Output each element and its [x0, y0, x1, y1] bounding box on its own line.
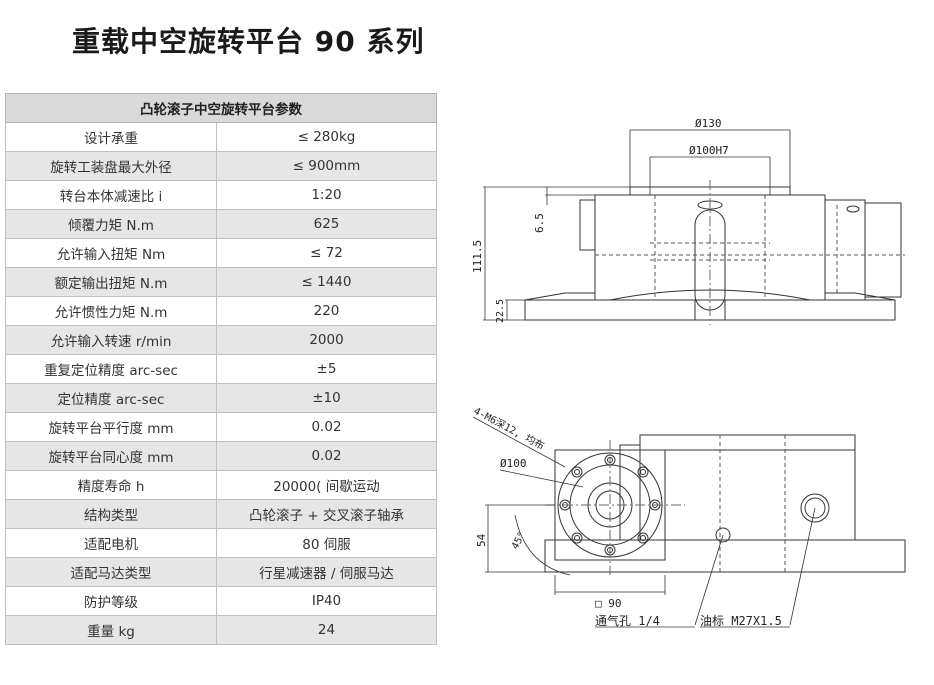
- param-label: 允许输入扭矩 Nm: [5, 238, 217, 268]
- param-value: 0.02: [216, 441, 437, 471]
- top-hidden-lines: [719, 435, 786, 572]
- param-value: ≤ 1440: [216, 267, 437, 297]
- param-value: 行星减速器 / 伺服马达: [216, 557, 437, 587]
- param-label: 旋转平台同心度 mm: [5, 441, 217, 471]
- dim-d100h7: Ø100H7: [689, 144, 729, 157]
- table-row: 旋转工装盘最大外径≤ 900mm: [5, 151, 437, 181]
- vent-label: 通气孔 1/4: [595, 613, 660, 628]
- table-row: 允许输入扭矩 Nm≤ 72: [5, 238, 437, 268]
- page-title: 重载中空旋转平台 90 系列: [72, 25, 425, 58]
- param-value: 220: [216, 296, 437, 326]
- param-label: 旋转平台平行度 mm: [5, 412, 217, 442]
- oil-label: 油标 M27X1.5: [700, 614, 782, 628]
- param-value: 1:20: [216, 180, 437, 210]
- param-label: 允许惯性力矩 N.m: [5, 296, 217, 326]
- front-dimensions: [483, 129, 791, 321]
- param-label: 转台本体减速比 i: [5, 180, 217, 210]
- param-value: 凸轮滚子 + 交叉滚子轴承: [216, 499, 437, 529]
- top-dimensions: [472, 416, 816, 628]
- param-label: 重复定位精度 arc-sec: [5, 354, 217, 384]
- dim-54: 54: [475, 533, 488, 547]
- param-label: 允许输入转速 r/min: [5, 325, 217, 355]
- front-view: [524, 186, 902, 321]
- param-value: 80 伺服: [216, 528, 437, 558]
- param-label: 定位精度 arc-sec: [5, 383, 217, 413]
- param-label: 适配电机: [5, 528, 217, 558]
- param-label: 倾覆力矩 N.m: [5, 209, 217, 239]
- param-label: 精度寿命 h: [5, 470, 217, 500]
- table-row: 重复定位精度 arc-sec±5: [5, 354, 437, 384]
- param-label: 额定输出扭矩 N.m: [5, 267, 217, 297]
- param-value: 20000( 间歇运动: [216, 470, 437, 500]
- dim-22-5: 22.5: [495, 299, 506, 323]
- dim-6-5: 6.5: [533, 213, 546, 233]
- param-label: 防护等级: [5, 586, 217, 616]
- param-value: 625: [216, 209, 437, 239]
- dim-d100: Ø100: [500, 457, 527, 470]
- table-row: 适配马达类型行星减速器 / 伺服马达: [5, 557, 437, 587]
- dim-sq90: □ 90: [595, 597, 622, 610]
- param-value: ≤ 280kg: [216, 122, 437, 152]
- param-value: IP40: [216, 586, 437, 616]
- top-view: [544, 434, 906, 573]
- dim-holes: 4-M6深12, 均布: [472, 405, 547, 452]
- table-header: 凸轮滚子中空旋转平台参数: [5, 93, 437, 123]
- param-value: ±10: [216, 383, 437, 413]
- param-value: ±5: [216, 354, 437, 384]
- param-label: 适配马达类型: [5, 557, 217, 587]
- technical-drawing: Ø130 Ø100H7 6.5 111.5 22.5 4-M6深12, 均布 Ø…: [471, 117, 906, 628]
- dim-45: 45°: [510, 530, 528, 551]
- table-row: 额定输出扭矩 N.m≤ 1440: [5, 267, 437, 297]
- param-value: ≤ 900mm: [216, 151, 437, 181]
- param-label: 旋转工装盘最大外径: [5, 151, 217, 181]
- param-value: 24: [216, 615, 437, 645]
- param-label: 重量 kg: [5, 615, 217, 645]
- table-header-row: 凸轮滚子中空旋转平台参数: [5, 93, 437, 123]
- param-value: 2000: [216, 325, 437, 355]
- table-row: 设计承重≤ 280kg: [5, 122, 437, 152]
- param-value: 0.02: [216, 412, 437, 442]
- dim-111-5: 111.5: [471, 240, 484, 273]
- param-value: ≤ 72: [216, 238, 437, 268]
- table-row: 结构类型凸轮滚子 + 交叉滚子轴承: [5, 499, 437, 529]
- dim-d130: Ø130: [695, 117, 722, 130]
- param-label: 结构类型: [5, 499, 217, 529]
- table-row: 定位精度 arc-sec±10: [5, 383, 437, 413]
- param-label: 设计承重: [5, 122, 217, 152]
